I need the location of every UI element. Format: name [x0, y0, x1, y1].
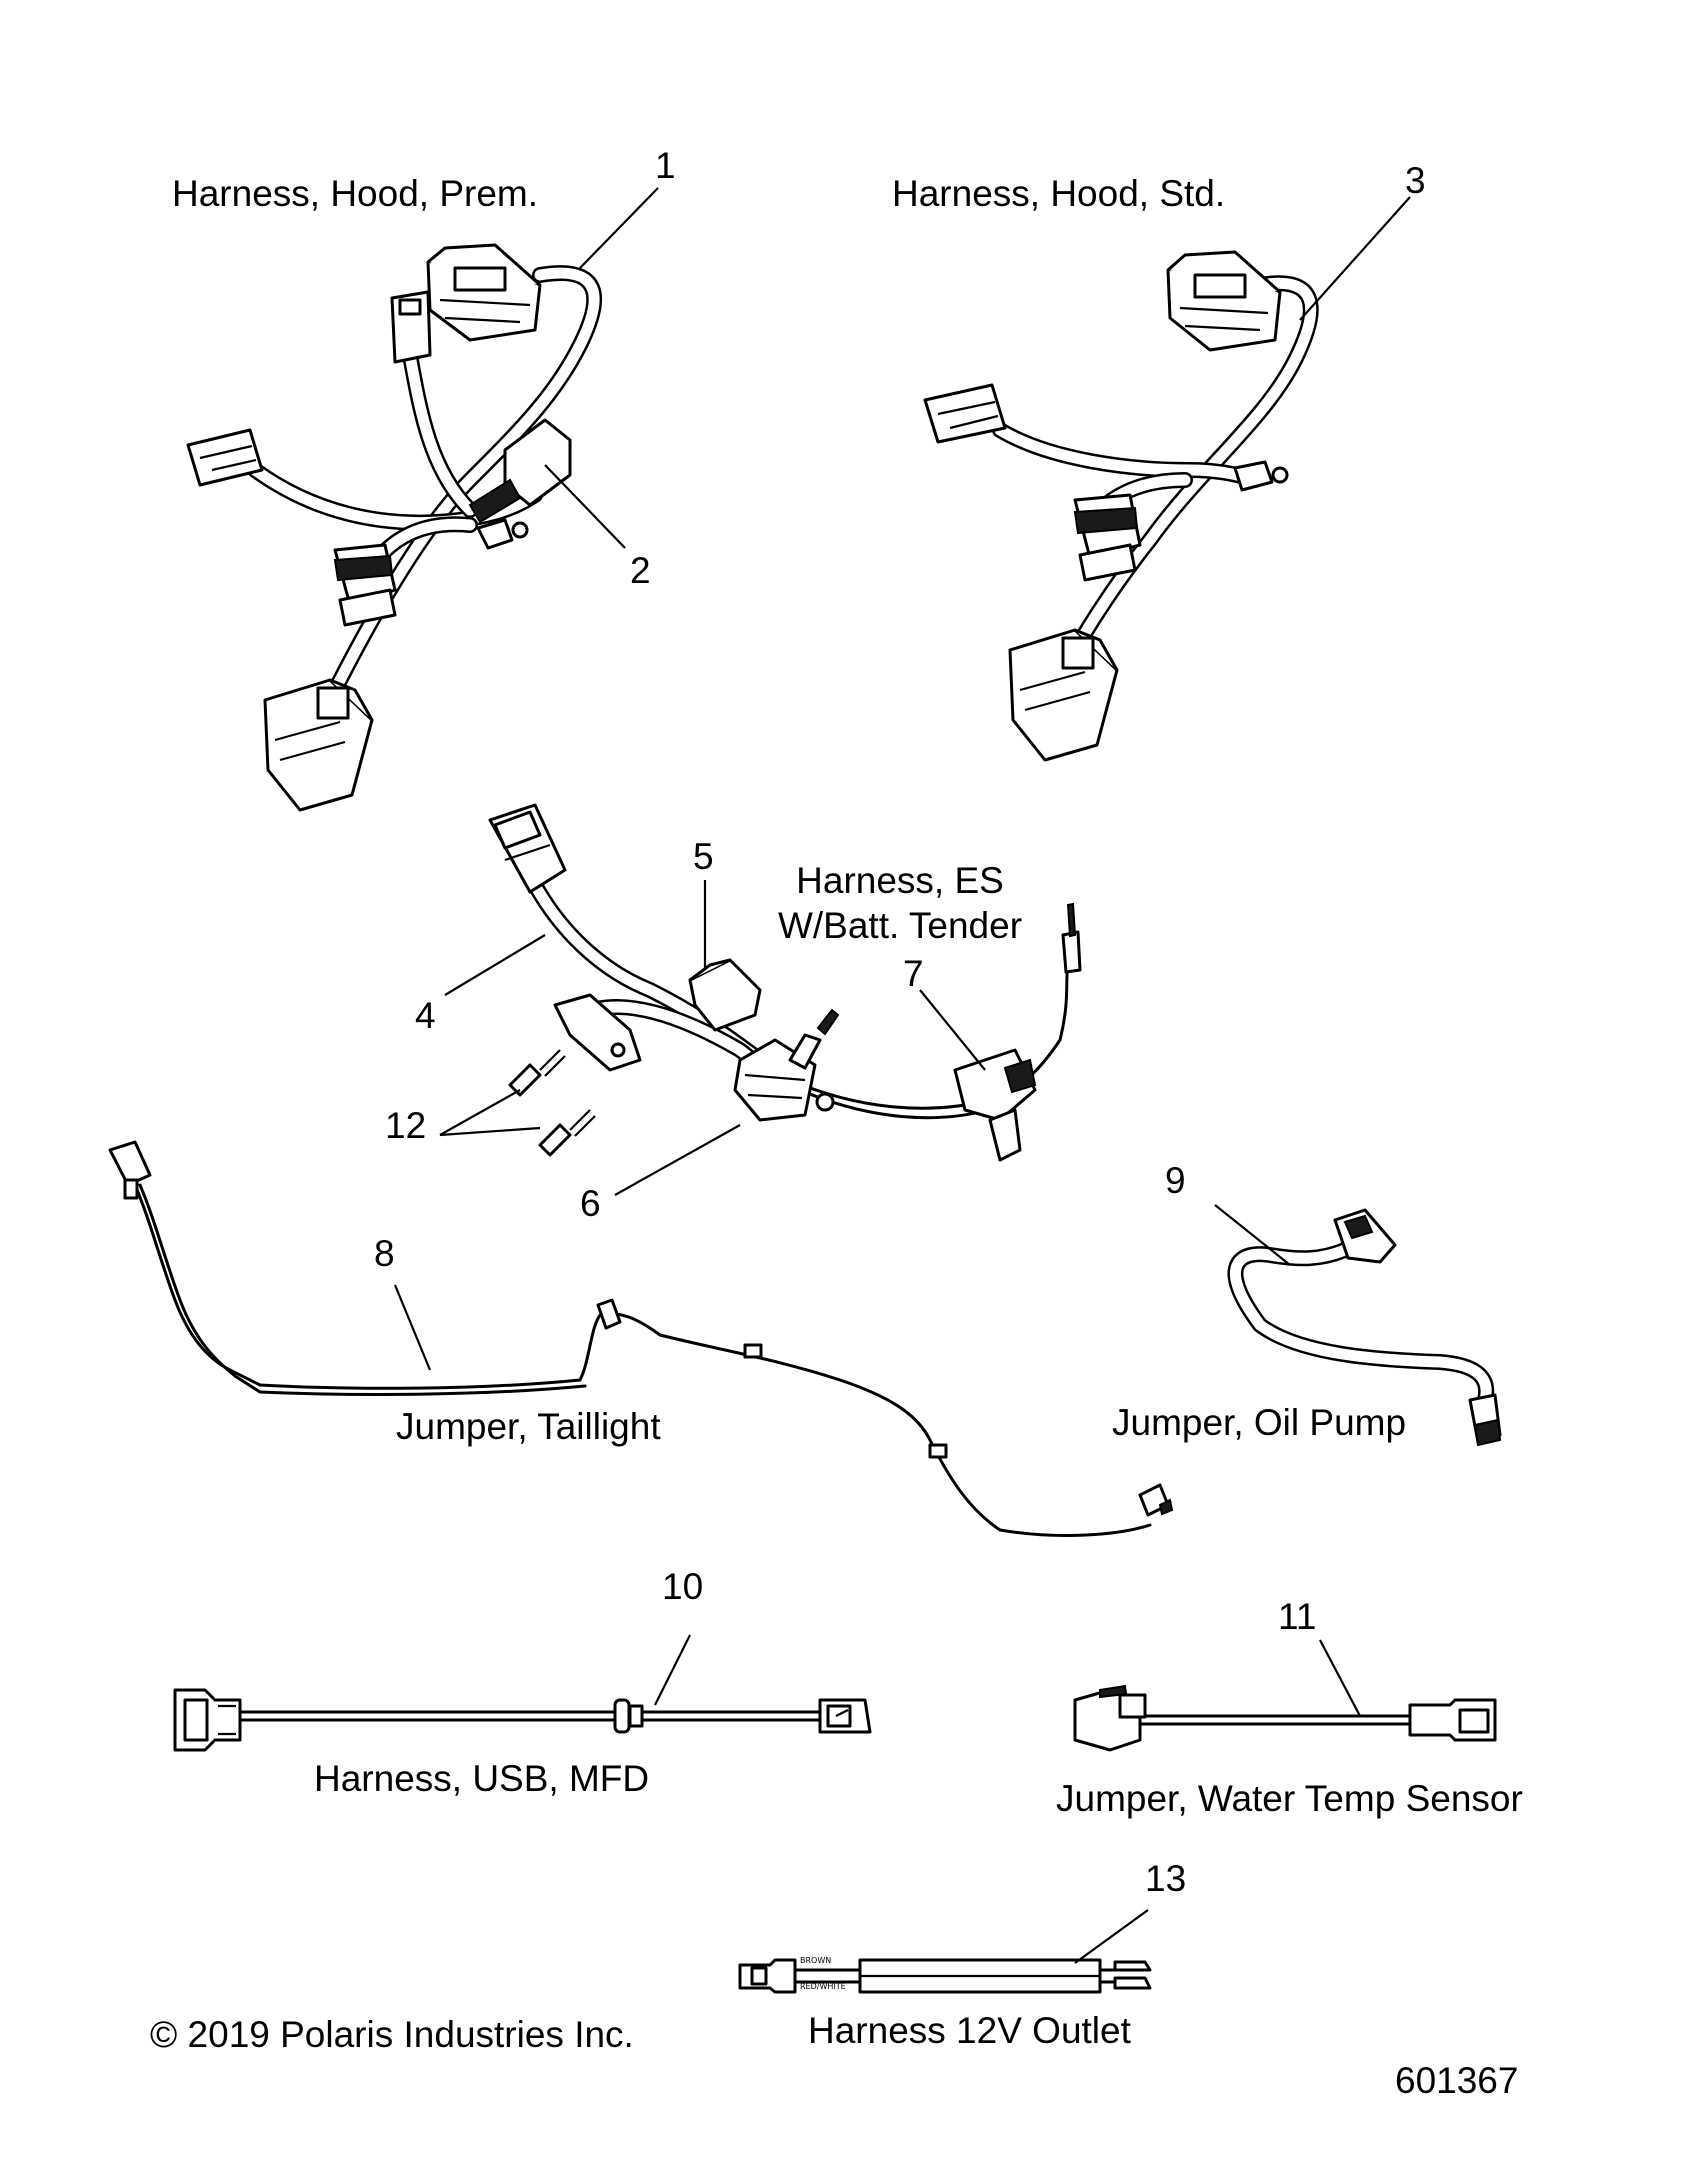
label-jumper-oil-pump: Jumper, Oil Pump — [1112, 1402, 1407, 1443]
jumper-taillight-drawing — [108, 1140, 1174, 1537]
callout-leaders — [393, 187, 1411, 1964]
label-harness-hood-std: Harness, Hood, Std. — [892, 173, 1226, 214]
harness-hood-prem-drawing — [186, 243, 603, 812]
callout-3: 3 — [1405, 160, 1426, 201]
callout-12: 12 — [385, 1105, 427, 1146]
wire-mark-red-white: RED/WHITE — [800, 1982, 846, 1991]
jumper-oil-pump-drawing — [1227, 1208, 1502, 1447]
callout-7: 7 — [903, 953, 924, 994]
harness-usb-mfd-drawing — [173, 1688, 872, 1752]
callout-8: 8 — [374, 1233, 395, 1274]
callout-5: 5 — [693, 836, 714, 877]
label-harness-hood-prem: Harness, Hood, Prem. — [172, 173, 539, 214]
label-harness-es-line1: Harness, ES — [796, 860, 1004, 901]
label-harness-usb-mfd: Harness, USB, MFD — [314, 1758, 650, 1799]
label-jumper-water-temp-sensor: Jumper, Water Temp Sensor — [1056, 1778, 1523, 1819]
label-jumper-taillight: Jumper, Taillight — [396, 1406, 661, 1447]
harness-es-drawing — [488, 803, 1082, 1162]
callout-6: 6 — [580, 1183, 601, 1224]
wire-mark-brown: BROWN — [800, 1956, 832, 1965]
callout-1: 1 — [655, 145, 676, 186]
callout-2: 2 — [630, 550, 651, 591]
callout-9: 9 — [1165, 1160, 1186, 1201]
harness-hood-std-drawing — [923, 250, 1319, 762]
figure-number: 601367 — [1395, 2060, 1519, 2101]
label-harness-es-line2: W/Batt. Tender — [777, 905, 1023, 946]
callout-13: 13 — [1145, 1858, 1187, 1899]
jumper-water-temp-drawing — [1073, 1684, 1497, 1752]
label-harness-12v-outlet: Harness 12V Outlet — [808, 2010, 1131, 2051]
harness-12v-outlet-drawing — [738, 1958, 1152, 1994]
copyright-notice: © 2019 Polaris Industries Inc. — [150, 2014, 634, 2055]
callout-4: 4 — [415, 995, 436, 1036]
callout-10: 10 — [662, 1566, 704, 1607]
callout-11: 11 — [1278, 1596, 1317, 1637]
